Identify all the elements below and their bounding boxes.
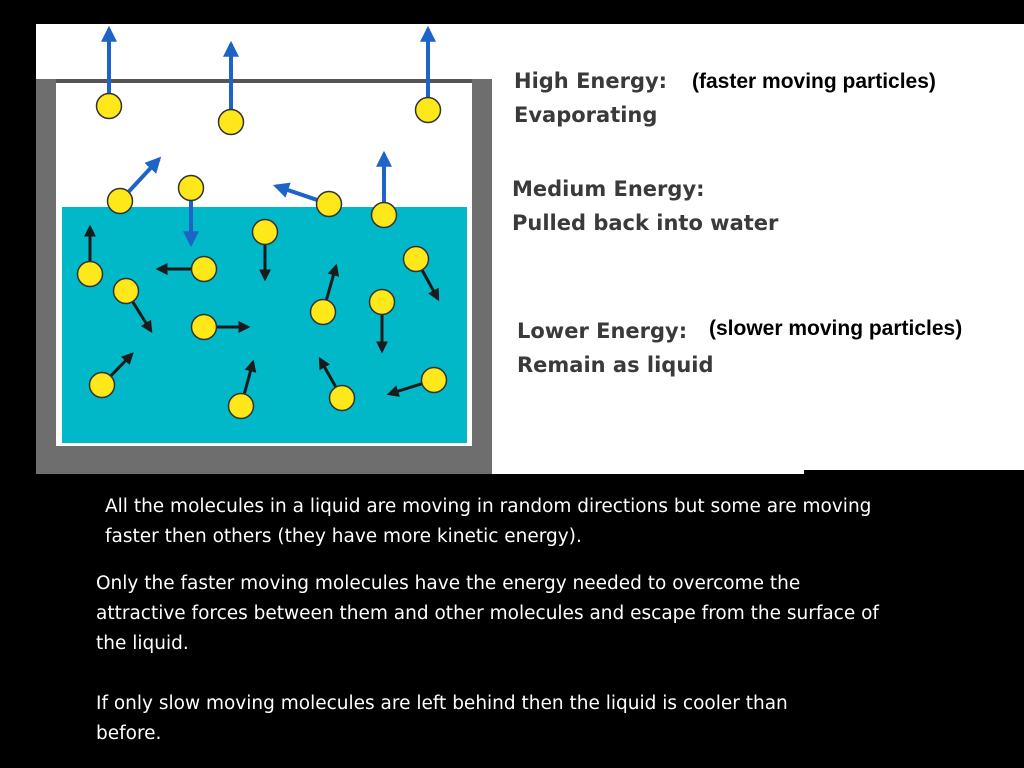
container-left-wall (36, 79, 56, 474)
molecule (414, 96, 442, 124)
molecule (370, 201, 398, 229)
medium-energy-label: Medium Energy: Pulled back into water (512, 172, 778, 240)
paragraph-3: If only slow moving molecules are left b… (96, 693, 788, 744)
molecule (227, 392, 255, 420)
molecule (177, 174, 205, 202)
molecule-arrow (131, 301, 153, 334)
molecule (95, 92, 123, 120)
molecule (190, 313, 218, 341)
molecule (420, 366, 448, 394)
paragraph-2: Only the faster moving molecules have th… (96, 573, 879, 654)
paragraph-1: All the molecules in a liquid are moving… (105, 496, 872, 547)
high-energy-title: High Energy: (514, 69, 668, 93)
molecule-arrow (386, 382, 423, 397)
container-bottom (36, 446, 492, 474)
container-right-wall (472, 79, 492, 474)
molecule (309, 298, 337, 326)
high-energy-label: High Energy: Evaporating (514, 64, 667, 132)
molecule-arrow (127, 156, 162, 193)
molecule (315, 190, 343, 218)
molecule (328, 384, 356, 412)
molecule-arrow (318, 356, 337, 388)
molecule-arrow (272, 182, 318, 202)
molecule-arrow (420, 269, 440, 302)
lower-energy-title: Lower Energy: (517, 319, 688, 343)
molecule-arrow (242, 359, 257, 394)
lower-energy-label: Lower Energy: Remain as liquid (517, 314, 714, 382)
molecule (106, 187, 134, 215)
molecule (76, 260, 104, 288)
container-rim (56, 79, 472, 83)
high-energy-note: (faster moving particles) (692, 70, 936, 93)
lower-energy-note: (slower moving particles) (709, 317, 963, 340)
diagram-panel: High Energy: Evaporating (faster moving … (36, 24, 1024, 474)
molecule (88, 371, 116, 399)
molecule (251, 218, 279, 246)
molecule (368, 288, 396, 316)
medium-energy-desc: Pulled back into water (512, 211, 779, 235)
molecule (112, 277, 140, 305)
molecule (190, 255, 218, 283)
evaporation-diagram (36, 24, 1024, 474)
molecule (402, 245, 430, 273)
lower-energy-desc: Remain as liquid (517, 353, 714, 377)
medium-energy-title: Medium Energy: (512, 177, 705, 201)
molecule (217, 108, 245, 136)
molecules (76, 25, 448, 420)
molecule-arrow (325, 263, 340, 300)
high-energy-desc: Evaporating (514, 103, 658, 127)
molecule-arrow (109, 352, 134, 377)
